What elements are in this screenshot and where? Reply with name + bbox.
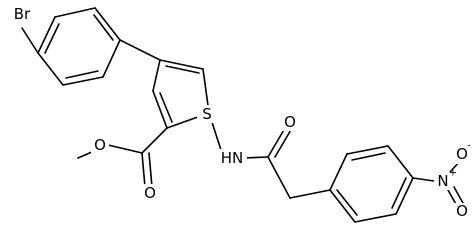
thiophene-ring bbox=[119, 39, 210, 129]
nitro-nitrogen-label: N bbox=[437, 172, 448, 190]
amide-nitrogen-label: HN bbox=[221, 149, 244, 167]
amide-linker bbox=[208, 112, 331, 199]
ester-ether-oxygen-label: O bbox=[94, 136, 106, 154]
nitro-nitrogen-charge: + bbox=[449, 168, 457, 179]
nitro-oxygen-top-label: O bbox=[456, 145, 468, 163]
amide-oxygen-label: O bbox=[284, 113, 296, 131]
ester-carbonyl-oxygen-label: O bbox=[144, 184, 156, 202]
nitro-oxygen-top-charge: - bbox=[467, 141, 471, 152]
nitrophenyl-ring bbox=[329, 145, 414, 223]
bromophenyl-ring bbox=[37, 7, 121, 86]
sulfur-atom-label: S bbox=[202, 105, 212, 123]
nitro-oxygen-bottom-label: O bbox=[456, 202, 468, 220]
br-bond bbox=[21, 27, 39, 54]
bromine-atom-label: Br bbox=[14, 5, 31, 23]
